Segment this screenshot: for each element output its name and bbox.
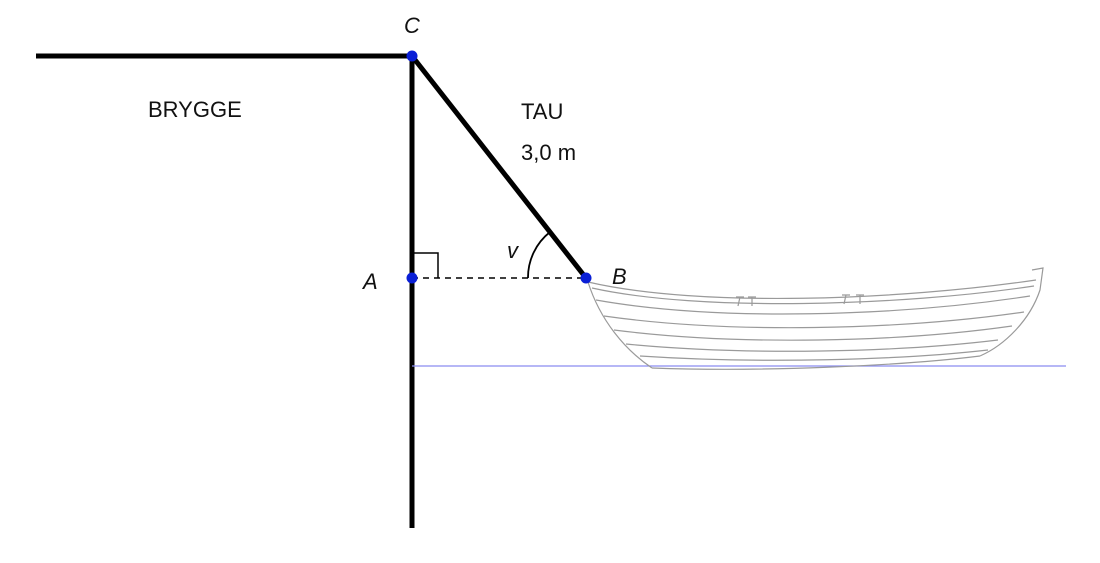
boat	[587, 267, 1044, 370]
label-rope-length: 3,0 m	[521, 140, 576, 165]
angle-arc	[527, 231, 551, 279]
label-angle-v: v	[507, 238, 520, 263]
label-a: A	[361, 269, 378, 294]
right-angle-marker	[414, 252, 439, 278]
point-c	[406, 50, 418, 62]
rope-line	[410, 54, 588, 280]
label-c: C	[404, 13, 420, 38]
point-b	[580, 272, 592, 284]
label-b: B	[612, 264, 627, 289]
point-a	[406, 272, 418, 284]
label-dock: BRYGGE	[148, 97, 242, 122]
label-rope-title: TAU	[521, 99, 563, 124]
